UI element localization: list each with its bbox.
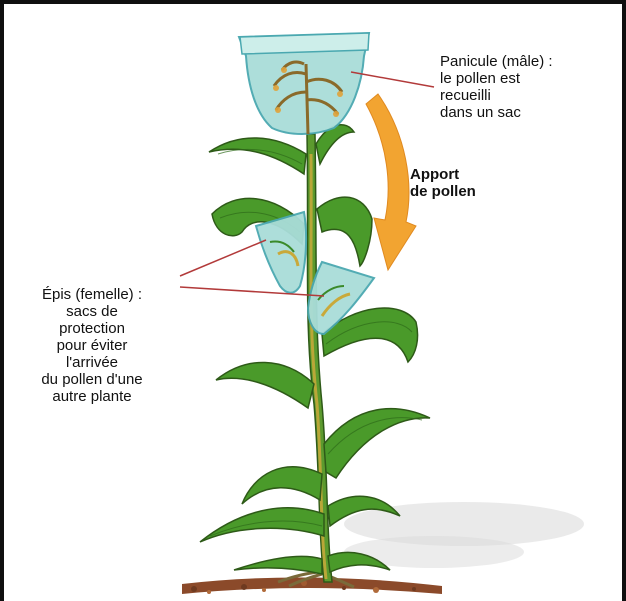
- pollen-flow-label: Apport de pollen: [410, 166, 476, 200]
- pollen-flow-arrow: [366, 94, 416, 270]
- ear-annotation: Épis (femelle) : sacs de protection pour…: [10, 286, 174, 405]
- ear-annotation-line: autre plante: [10, 388, 174, 405]
- ear-annotation-line: Épis (femelle) :: [10, 286, 174, 303]
- pollen-flow-label-line: Apport: [410, 166, 476, 183]
- ear-bag-upper: [256, 212, 306, 293]
- ear-annotation-line: du pollen d'une: [10, 371, 174, 388]
- ear-annotation-line: l'arrivée: [10, 354, 174, 371]
- tassel-annotation-line: dans un sac: [440, 104, 553, 121]
- pollen-flow-label-line: de pollen: [410, 183, 476, 200]
- tassel-bag: [239, 33, 369, 134]
- ear-annotation-line: protection: [10, 320, 174, 337]
- soil: [182, 577, 442, 594]
- tassel-annotation-line: le pollen est: [440, 70, 553, 87]
- ear-annotation-line: sacs de: [10, 303, 174, 320]
- tassel-annotation-line: Panicule (mâle) :: [440, 53, 553, 70]
- tassel-annotation-line: recueilli: [440, 87, 553, 104]
- ear-annotation-line: pour éviter: [10, 337, 174, 354]
- tassel-annotation: Panicule (mâle) : le pollen est recueill…: [440, 53, 553, 121]
- ground-shadow: [344, 502, 584, 568]
